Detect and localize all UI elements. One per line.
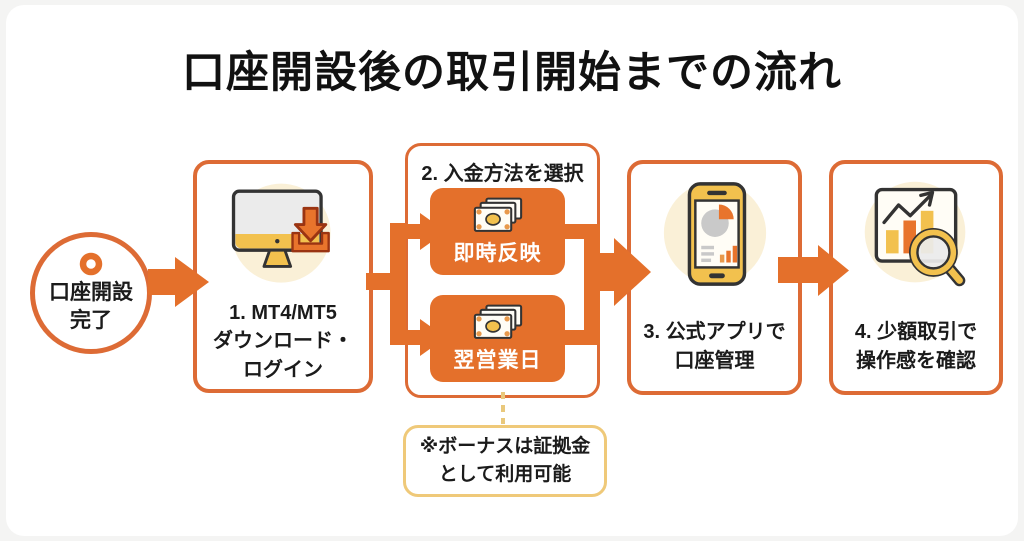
money-bills-icon (473, 304, 522, 339)
step-1-label: 1. MT4/MT5 ダウンロード・ ログイン (213, 302, 353, 381)
option-nextday: 翌営業日 (430, 295, 565, 382)
option-instant: 即時反映 (430, 188, 565, 275)
start-node: 口座開設 完了 (30, 232, 152, 354)
ring-icon (79, 252, 103, 276)
option-nextday-label: 翌営業日 (453, 349, 542, 372)
computer-download-icon (220, 176, 346, 299)
bonus-note-label: ※ボーナスは証拠金 として利用可能 (419, 436, 591, 485)
step-3-label: 3. 公式アプリで 口座管理 (643, 321, 786, 372)
option-instant-label: 即時反映 (453, 242, 542, 265)
chart-magnifier-icon (855, 176, 977, 299)
step-4-box: 4. 少額取引で 操作感を確認 (829, 160, 1003, 395)
money-bills-icon (473, 197, 522, 232)
bonus-note: ※ボーナスは証拠金 として利用可能 (403, 425, 607, 497)
smartphone-chart-icon (656, 176, 774, 297)
start-label-line2: 完了 (70, 308, 112, 332)
step-4-label: 4. 少額取引で 操作感を確認 (854, 321, 978, 372)
page-title: 口座開設後の取引開始までの流れ (182, 49, 842, 97)
step-1-box: 1. MT4/MT5 ダウンロード・ ログイン (193, 160, 373, 393)
start-label: 口座開設 完了 (49, 279, 133, 334)
start-label-line1: 口座開設 (49, 281, 133, 305)
step-2-section: 2. 入金方法を選択 即時反映 (405, 143, 600, 398)
step-2-header: 2. 入金方法を選択 (421, 163, 584, 185)
step-3-box: 3. 公式アプリで 口座管理 (627, 160, 802, 395)
